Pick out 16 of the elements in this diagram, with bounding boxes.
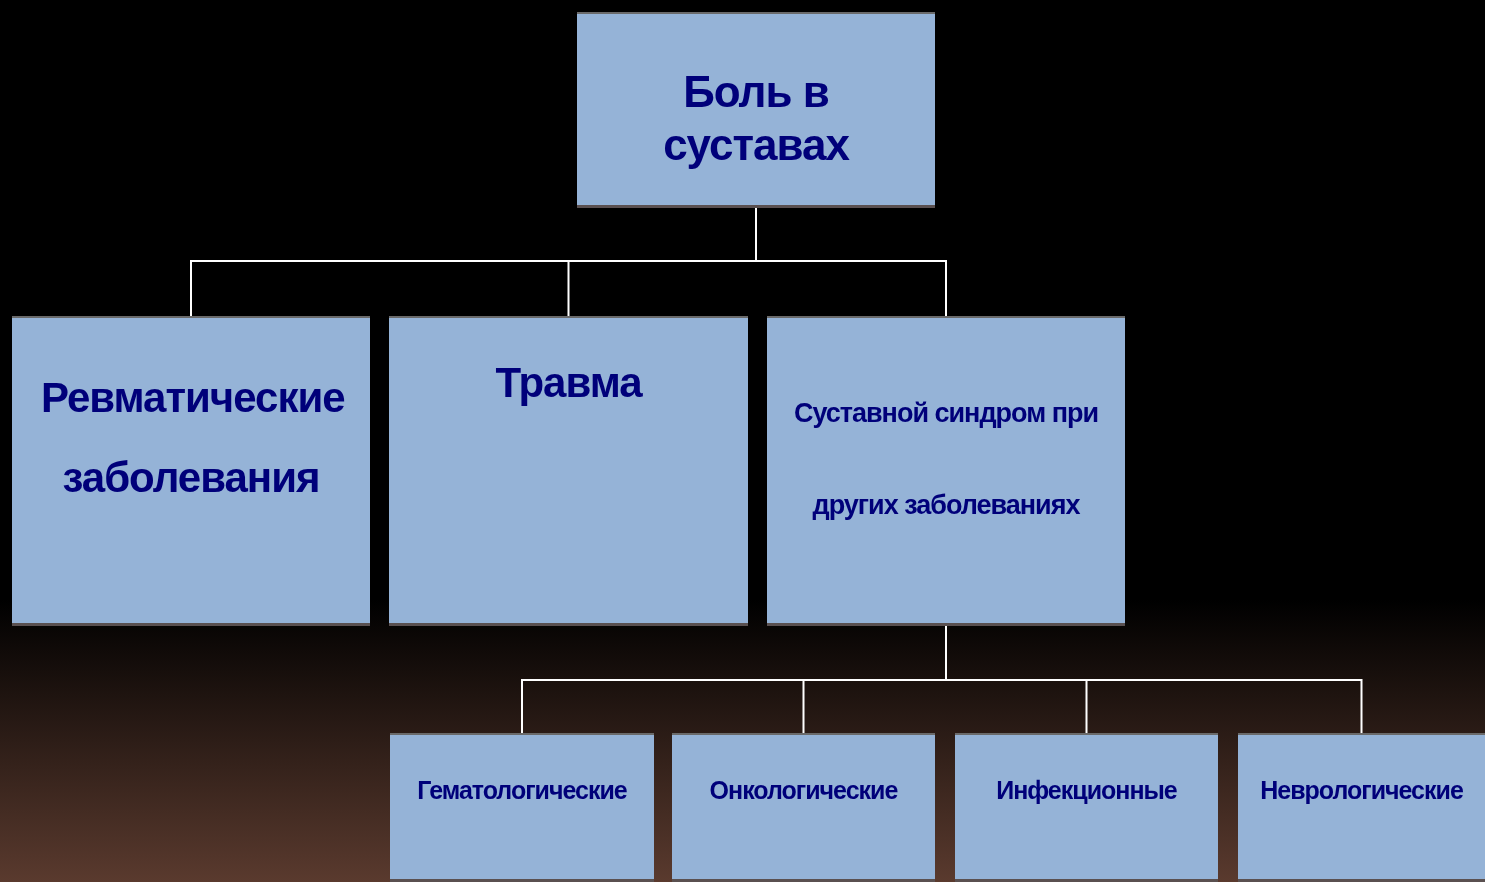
category-label: Неврологические — [1260, 775, 1463, 805]
connector-line — [755, 207, 947, 317]
category-label: Суставной синдром при других заболеваниях — [792, 397, 1100, 522]
category-box — [672, 733, 935, 882]
category-box — [767, 316, 1125, 626]
category-box — [1238, 733, 1485, 882]
category-label: Гематологические — [417, 775, 627, 805]
category-label: Онкологические — [709, 775, 898, 805]
category-box — [390, 733, 654, 882]
category-box — [577, 12, 935, 208]
category-label: Травма — [495, 358, 642, 408]
category-label: Инфекционные — [996, 775, 1177, 805]
category-box — [955, 733, 1218, 882]
category-label: Боль в суставах — [662, 66, 851, 171]
category-box — [389, 316, 748, 626]
category-box — [12, 316, 370, 626]
